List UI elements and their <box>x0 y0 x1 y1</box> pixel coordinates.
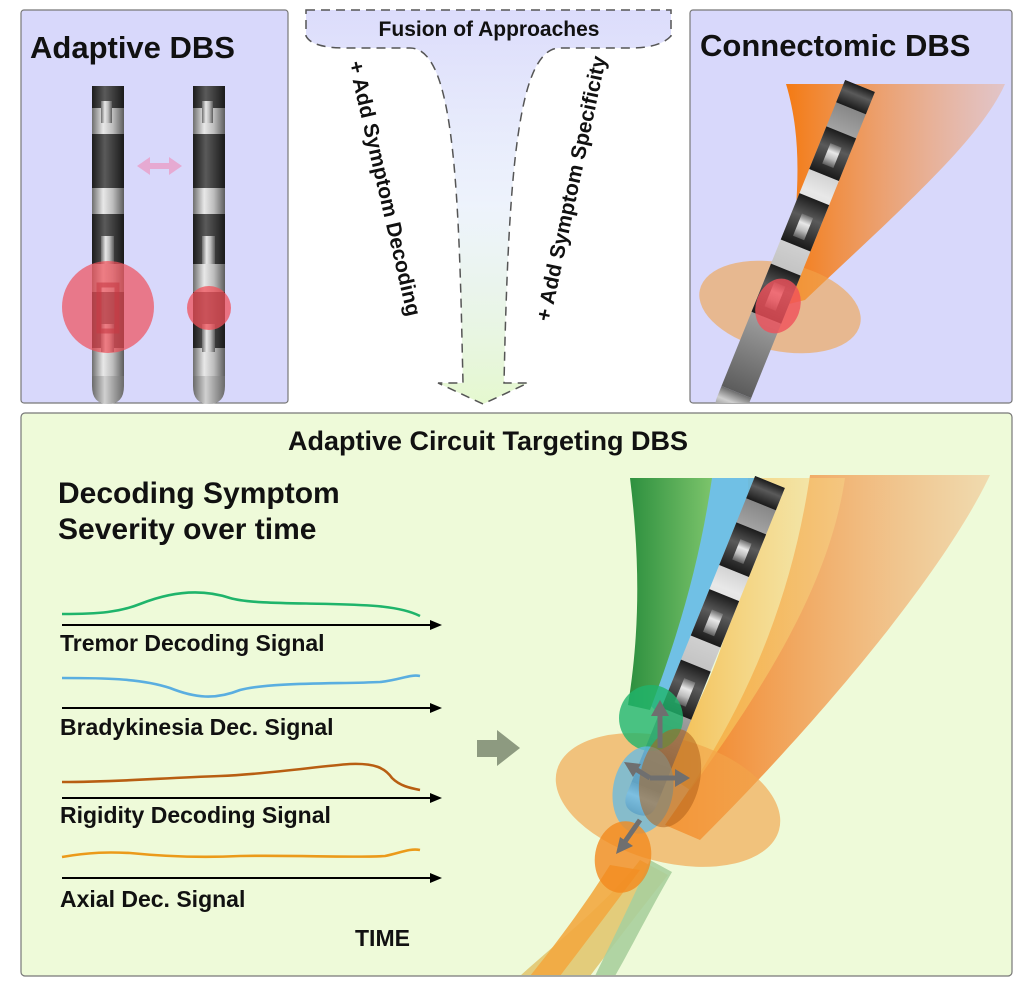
signal-bradykinesia: Bradykinesia Dec. Signal <box>60 674 442 740</box>
combined-panel: Adaptive Circuit Targeting DBS Decoding … <box>20 412 1013 977</box>
tremor-label: Tremor Decoding Signal <box>60 630 325 656</box>
combined-subtitle-line1: Decoding Symptom <box>58 477 340 510</box>
combined-title: Adaptive Circuit Targeting DBS <box>288 426 688 456</box>
bradykinesia-label: Bradykinesia Dec. Signal <box>60 714 334 740</box>
orange-tract <box>665 475 990 840</box>
axial-trace <box>61 848 421 859</box>
yellow-tract <box>660 478 845 790</box>
signal-tremor: Tremor Decoding Signal <box>60 591 442 656</box>
circuit-illustration <box>521 475 990 975</box>
fusion-right-label: + Add Symptom Specificity <box>532 54 611 324</box>
steering-arrows-icon <box>616 700 690 854</box>
fusion-left-label: + Add Symptom Decoding <box>344 59 425 319</box>
adaptive-dbs-title: Adaptive DBS <box>30 30 235 65</box>
connectomic-dbs-panel: Connectomic DBS <box>689 9 1013 404</box>
lower-tract-green <box>595 860 672 975</box>
signal-rigidity: Rigidity Decoding Signal <box>60 762 442 828</box>
rigidity-label: Rigidity Decoding Signal <box>60 802 331 828</box>
green-tract <box>628 478 712 710</box>
axial-label: Axial Dec. Signal <box>60 886 245 912</box>
wide-stimulation-field <box>62 261 154 353</box>
lower-tract-orange <box>530 865 640 975</box>
narrow-stimulation-field <box>187 286 231 330</box>
arrow-right-icon <box>477 730 520 766</box>
combined-subtitle-line2: Severity over time <box>58 513 316 546</box>
stim-field-orange <box>594 821 652 893</box>
rigidity-trace <box>61 762 421 792</box>
signal-axial: Axial Dec. Signal <box>60 848 442 912</box>
fusion-title: Fusion of Approaches <box>379 18 600 41</box>
double-arrow-icon <box>137 157 182 175</box>
adaptive-lead-left <box>92 86 124 404</box>
bradykinesia-trace <box>61 674 421 698</box>
time-axis-label: TIME <box>355 925 410 951</box>
adaptive-lead-right <box>193 86 225 404</box>
connectomic-dbs-title: Connectomic DBS <box>700 28 970 63</box>
connectomic-stim-field <box>755 278 801 334</box>
adaptive-dbs-panel: Adaptive DBS <box>20 9 289 404</box>
fusion-funnel: Fusion of Approaches + Add Symptom Decod… <box>305 9 672 405</box>
tremor-trace <box>61 591 421 618</box>
